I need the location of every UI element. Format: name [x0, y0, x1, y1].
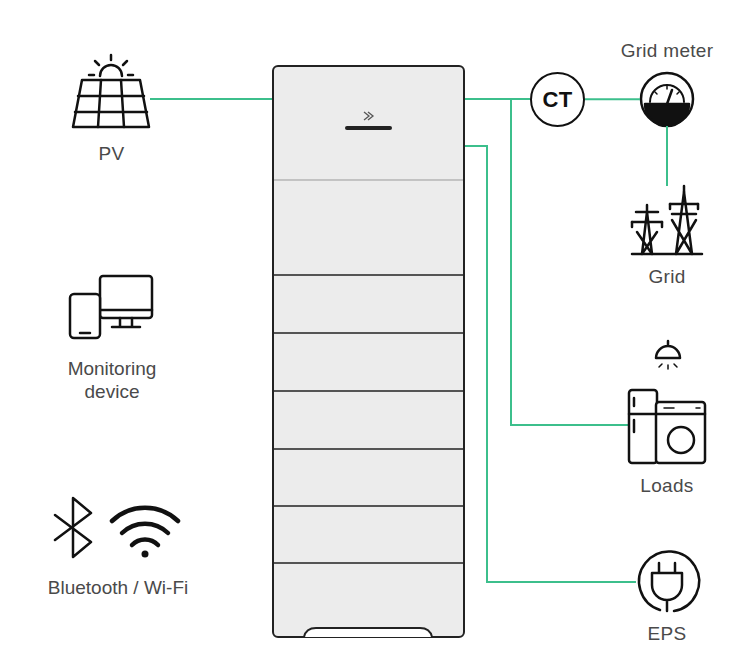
ct-circle: CT	[530, 72, 585, 127]
loads-icon	[629, 341, 705, 463]
pv-icon	[73, 55, 149, 127]
device-label: Monitoring device	[42, 357, 182, 403]
loads-node: Loads	[628, 340, 706, 464]
node-label: EPS	[648, 622, 687, 645]
meter-icon	[641, 73, 693, 126]
eps-icon	[639, 551, 699, 611]
wire-connector	[666, 126, 668, 186]
node-label: CT	[543, 88, 573, 111]
eps-node: EPS	[634, 553, 700, 615]
meter-node: Grid meter	[640, 72, 694, 126]
node-label: Grid meter	[621, 39, 714, 62]
battery-stack	[273, 66, 464, 637]
connectivity-label: Bluetooth / Wi-Fi	[48, 576, 188, 599]
wire-connector	[585, 98, 640, 100]
pv-node: PV	[73, 55, 150, 128]
node-label: Loads	[640, 474, 693, 497]
bluetooth-icon	[55, 498, 91, 557]
grid-node: Grid	[630, 186, 704, 255]
wifi-icon	[112, 508, 178, 545]
node-label: PV	[99, 142, 125, 165]
grid-icon	[632, 186, 702, 254]
node-label: Grid	[648, 265, 685, 288]
monitor-icon	[70, 276, 152, 338]
